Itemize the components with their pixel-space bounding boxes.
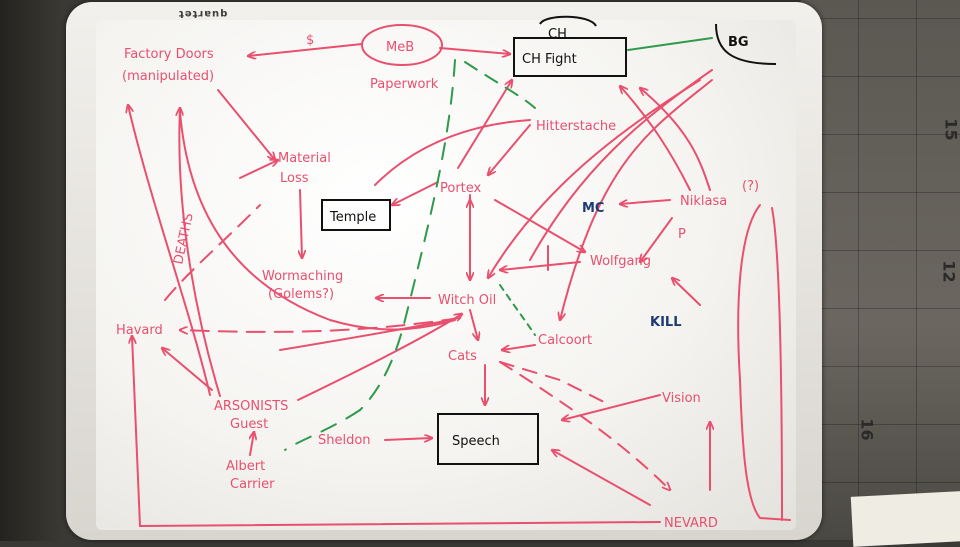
edge-calcoort-cats bbox=[502, 344, 536, 350]
background-floor-left bbox=[0, 0, 62, 541]
label-havard: Havard bbox=[116, 323, 163, 338]
label-bg: BG bbox=[728, 35, 749, 50]
label-dollar: $ bbox=[306, 33, 314, 48]
green-connections bbox=[284, 37, 713, 451]
label-ch-fight: CH Fight bbox=[522, 52, 577, 67]
red-connections bbox=[128, 43, 791, 528]
edge-meb-dashed-green bbox=[359, 59, 456, 411]
label-factory-doors: Factory Doors bbox=[124, 47, 214, 62]
edge-chfight-bg bbox=[627, 37, 713, 51]
edge-dashed-upper bbox=[164, 204, 261, 301]
edge-bg-calcoort bbox=[560, 79, 713, 320]
edge-hitterstache-portex bbox=[488, 124, 531, 175]
edge-to-material bbox=[239, 160, 278, 179]
edge-niklasa-mc bbox=[620, 199, 671, 204]
label-ch-small: CH bbox=[548, 27, 567, 42]
label-portex: Portex bbox=[440, 181, 482, 196]
edge-niklasa-chfight-2 bbox=[640, 88, 711, 191]
label-loss: Loss bbox=[280, 171, 309, 186]
label-deaths: DEATHS bbox=[171, 212, 196, 266]
edge-arsonists-witchoil bbox=[297, 314, 462, 401]
edge-bg-line bbox=[529, 69, 713, 261]
edge-portex-chfight bbox=[457, 80, 512, 169]
edge-lower-curve bbox=[279, 319, 451, 351]
edge-albert-guest bbox=[250, 432, 254, 456]
label-paperwork: Paperwork bbox=[370, 77, 439, 92]
label-cats: Cats bbox=[448, 349, 477, 364]
edge-portex-wolfgang bbox=[494, 199, 585, 252]
edge-wolfgang-witchoil bbox=[500, 261, 581, 270]
edge-vision-speech bbox=[562, 394, 661, 420]
bg-corner-mark bbox=[715, 23, 777, 65]
label-carrier: Carrier bbox=[230, 477, 275, 492]
label-wolfgang: Wolfgang bbox=[590, 254, 651, 269]
edge-meb-chfight-green bbox=[464, 61, 536, 109]
label-manipulated: (manipulated) bbox=[122, 69, 214, 84]
edge-witchoil-cats bbox=[469, 309, 478, 340]
label-vision: Vision bbox=[662, 391, 701, 406]
edge-niklasa-right bbox=[771, 207, 783, 521]
edge-meb-factory bbox=[248, 43, 363, 56]
edge-nevard-havard bbox=[132, 336, 661, 528]
edge-witchoil-calcoort-green bbox=[499, 284, 536, 336]
label-mc: MC bbox=[582, 201, 604, 216]
label-niklasa: Niklasa bbox=[680, 194, 727, 209]
label-meb: MeB bbox=[386, 40, 414, 55]
label-albert: Albert bbox=[226, 459, 265, 474]
labels: Factory Doors (manipulated) $ MeB CH CH … bbox=[116, 27, 759, 531]
edge-niklasa-chfight bbox=[620, 86, 691, 191]
label-speech: Speech bbox=[452, 434, 500, 449]
edge-hitterstache-temple bbox=[374, 119, 531, 186]
label-hitterstache: Hitterstache bbox=[536, 119, 616, 134]
edge-meb-chfight bbox=[439, 47, 510, 54]
edge-cats-nevard-dashed bbox=[499, 361, 670, 490]
edge-niklasa-wolfgang bbox=[640, 217, 673, 262]
edge-bg-witchoil bbox=[488, 79, 701, 278]
label-nevard: NEVARD bbox=[664, 516, 718, 531]
label-material: Material bbox=[278, 151, 331, 166]
label-calcoort: Calcoort bbox=[538, 333, 592, 348]
edge-arsonists-havard bbox=[162, 348, 213, 391]
label-golems: (Golems?) bbox=[268, 287, 334, 302]
label-niklasa-note: (?) bbox=[742, 179, 759, 194]
box-ch-fight bbox=[513, 37, 627, 77]
background-grid-mat: 15 12 16 bbox=[800, 0, 960, 541]
edge-witchoil-havard-dashed bbox=[180, 317, 461, 332]
edge-portex-temple bbox=[392, 181, 439, 205]
whiteboard-surface bbox=[96, 20, 796, 530]
edge-deaths-loop bbox=[179, 111, 456, 331]
edge-sheldon-speech bbox=[384, 438, 432, 440]
label-wormaching: Wormaching bbox=[262, 269, 343, 284]
edge-factory-material bbox=[217, 89, 275, 160]
label-sheldon: Sheldon bbox=[318, 433, 371, 448]
meb-oval bbox=[361, 24, 443, 66]
label-guest: Guest bbox=[230, 417, 268, 432]
edge-green-to-albert bbox=[284, 409, 361, 451]
edge-arsonists-factory bbox=[128, 105, 211, 396]
label-temple: Temple bbox=[329, 210, 376, 225]
box-speech bbox=[437, 413, 539, 465]
edge-niklasa-nevard bbox=[737, 204, 791, 521]
edge-kill-wolfgang bbox=[672, 278, 701, 306]
box-ch-bump bbox=[539, 15, 597, 27]
edge-arsonists-factory-2 bbox=[179, 108, 221, 397]
label-arsonists: ARSONISTS bbox=[214, 399, 288, 414]
edge-cats-down-dashed bbox=[499, 361, 611, 406]
label-kill: KILL bbox=[650, 315, 681, 330]
box-temple bbox=[321, 199, 391, 231]
black-boxes bbox=[321, 15, 777, 465]
edge-nevard-speech bbox=[552, 450, 651, 506]
label-witch-oil: Witch Oil bbox=[438, 293, 496, 308]
edge-material-wormaching bbox=[300, 189, 302, 258]
label-p-note: P bbox=[678, 227, 686, 242]
